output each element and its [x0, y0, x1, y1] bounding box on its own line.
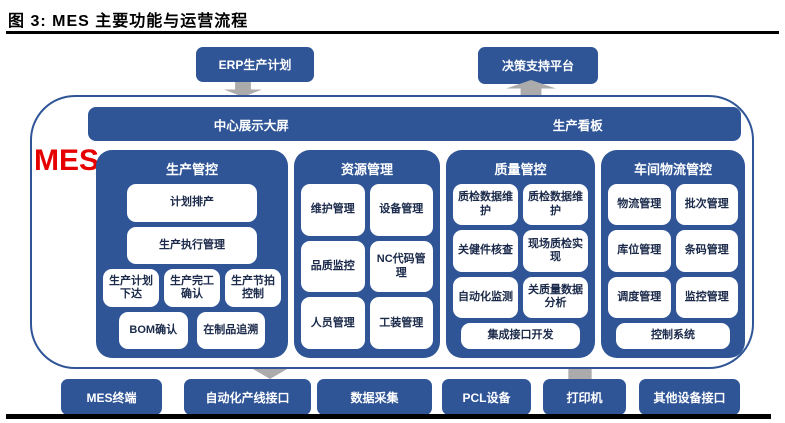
bottom-divider: [6, 414, 771, 419]
function-box: 质检数据维护: [523, 184, 588, 226]
arrow-up-icon: [506, 80, 556, 97]
column-production-control: 生产管控 计划排产 生产执行管理 生产计划下达 生产完工确认 生产节拍控制 BO…: [96, 150, 288, 358]
column-header: 资源管理: [340, 162, 393, 177]
function-box: 品质监控: [301, 240, 365, 293]
function-box: 人员管理: [301, 297, 365, 350]
column-header: 车间物流管控: [633, 162, 712, 177]
arrow-down-icon: [224, 82, 262, 97]
function-box: NC代码管理: [369, 240, 433, 293]
function-box: 工装管理: [369, 297, 433, 350]
column-resource-management: 资源管理 维护管理 设备管理 品质监控 NC代码管理 人员管理 工装管理: [294, 150, 440, 358]
column-logistics-control: 车间物流管控 物流管理 批次管理 库位管理 条码管理 调度管理 监控管理 控制系…: [601, 150, 745, 358]
function-box: 批次管理: [675, 184, 738, 226]
function-box: 监控管理: [675, 276, 738, 318]
display-banner: 中心展示大屏 生产看板: [88, 107, 741, 141]
figure-title: 图 3: MES 主要功能与运营流程: [8, 13, 249, 30]
auto-line-interface-box: 自动化产线接口: [184, 379, 311, 415]
function-box: 关质量数据分析: [523, 276, 588, 318]
function-box: 库位管理: [608, 230, 671, 272]
function-box: 条码管理: [675, 230, 738, 272]
function-box: 关健件核查: [453, 230, 518, 272]
function-box: 集成接口开发: [461, 322, 580, 349]
pcl-device-box: PCL设备: [442, 379, 531, 415]
other-device-box: 其他设备接口: [639, 379, 740, 415]
function-box: 生产完工确认: [164, 269, 220, 307]
mes-terminal-box: MES终端: [61, 379, 162, 415]
function-box: 在制品追溯: [196, 311, 265, 349]
column-header: 生产管控: [165, 162, 218, 177]
production-kanban-label: 生产看板: [552, 118, 603, 133]
data-collection-box: 数据采集: [317, 379, 432, 415]
title-divider: [6, 31, 779, 34]
erp-plan-box: ERP生产计划: [196, 47, 314, 82]
function-box: 调度管理: [608, 276, 671, 318]
column-quality-control: 质量管控 质检数据维护 质检数据维护 关健件核查 现场质检实现 自动化监测 关质…: [446, 150, 595, 358]
function-box: 设备管理: [369, 184, 433, 236]
function-box: BOM确认: [119, 311, 188, 349]
function-box: 生产计划下达: [103, 269, 159, 307]
central-display-label: 中心展示大屏: [213, 118, 289, 133]
decision-platform-box: 决策支持平台: [478, 47, 598, 84]
printer-box: 打印机: [543, 379, 626, 415]
function-box: 生产节拍控制: [225, 269, 281, 307]
column-header: 质量管控: [494, 162, 547, 177]
function-box: 生产执行管理: [127, 226, 257, 264]
function-box: 自动化监测: [453, 276, 518, 318]
function-box: 控制系统: [616, 322, 730, 349]
function-box: 物流管理: [608, 184, 671, 226]
function-box: 维护管理: [301, 184, 365, 236]
mes-label: MES: [34, 144, 100, 177]
function-box: 计划排产: [127, 184, 257, 222]
function-box: 现场质检实现: [523, 230, 588, 272]
function-box: 质检数据维护: [453, 184, 518, 226]
